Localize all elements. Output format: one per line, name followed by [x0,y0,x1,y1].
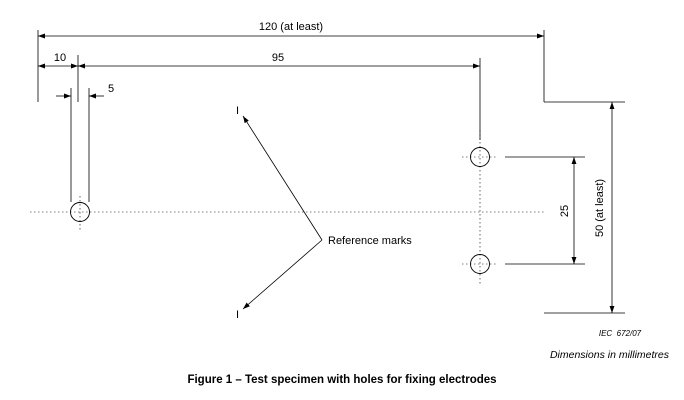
overall-length-label: 120 (at least) [259,21,323,33]
iec-code: IEC 672/07 [599,329,642,338]
hole-offset-label: 10 [54,52,66,64]
bottom-right-hole [470,254,490,274]
reference-mark-leaders [242,115,323,310]
left-hole [70,202,90,222]
reference-marks-label: Reference marks [328,235,412,247]
bottom-reference-mark: I [236,309,239,321]
leader-to-bottom-reference-mark [242,239,323,310]
figure-caption: Figure 1 – Test specimen with holes for … [187,374,496,386]
units-note: Dimensions in millimetres [550,349,670,361]
hole-spacing-horizontal-label: 95 [272,52,284,64]
overall-width-label: 50 (at least) [594,179,606,237]
hole-spacing-vertical-label: 25 [559,205,571,217]
top-reference-mark: I [236,105,239,117]
extension-lines [37,30,625,314]
centre-lines [30,130,545,285]
dimension-lines [38,33,615,313]
holes [70,147,490,274]
leader-to-top-reference-mark [242,115,323,241]
hole-diameter-label: 5 [108,83,114,95]
top-right-hole [470,147,490,167]
